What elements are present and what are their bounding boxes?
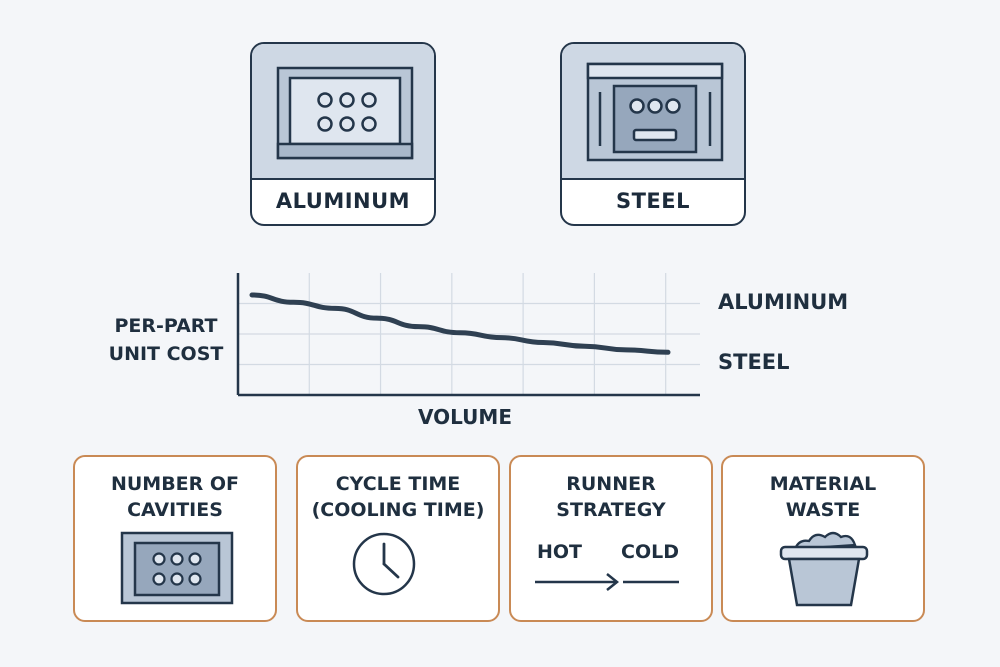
cycle-time-title-line2: (COOLING TIME) [311, 499, 485, 521]
material-waste-card: MATERIAL WASTE [721, 455, 925, 622]
steel-mold-icon [586, 62, 724, 162]
hot-to-cold-arrow-icon [535, 573, 679, 591]
cycle-time-title-line1: CYCLE TIME [335, 473, 461, 495]
runner-strategy-title: RUNNER STRATEGY [511, 471, 711, 523]
cycle-time-card: CYCLE TIME (COOLING TIME) [296, 455, 500, 622]
material-waste-title-line2: WASTE [785, 499, 861, 521]
y-axis-label-line2: UNIT COST [108, 343, 224, 365]
material-waste-title: MATERIAL WASTE [723, 471, 923, 523]
steel-label: STEEL [615, 188, 691, 213]
y-axis-label-line1: PER-PART [114, 315, 218, 337]
steel-mold-card: STEEL [560, 42, 746, 226]
cavities-mold-icon [120, 531, 234, 605]
material-waste-title-line1: MATERIAL [769, 473, 877, 495]
runner-cold-label: COLD [621, 541, 679, 563]
legend-steel: STEEL [718, 350, 790, 374]
cost-volume-chart [236, 273, 700, 397]
cavities-card: NUMBER OF CAVITIES [73, 455, 277, 622]
clock-icon [352, 532, 416, 596]
cycle-time-title: CYCLE TIME (COOLING TIME) [298, 471, 498, 523]
legend-aluminum: ALUMINUM [718, 290, 849, 314]
runner-strategy-title-line1: RUNNER [566, 473, 656, 495]
runner-hot-label: HOT [537, 541, 583, 563]
waste-bin-icon [779, 531, 869, 607]
cavities-title-line1: NUMBER OF [110, 473, 240, 495]
aluminum-mold-icon [276, 66, 414, 160]
x-axis-label: VOLUME [418, 405, 512, 429]
runner-strategy-title-line2: STRATEGY [556, 499, 666, 521]
aluminum-mold-card: ALUMINUM [250, 42, 436, 226]
cost-curve-line [249, 292, 671, 355]
aluminum-label: ALUMINUM [275, 188, 411, 213]
runner-strategy-card: RUNNER STRATEGY HOT COLD [509, 455, 713, 622]
cavities-title: NUMBER OF CAVITIES [75, 471, 275, 523]
y-axis-label: PER-PART UNIT COST [96, 312, 236, 368]
cavities-title-line2: CAVITIES [127, 499, 223, 521]
